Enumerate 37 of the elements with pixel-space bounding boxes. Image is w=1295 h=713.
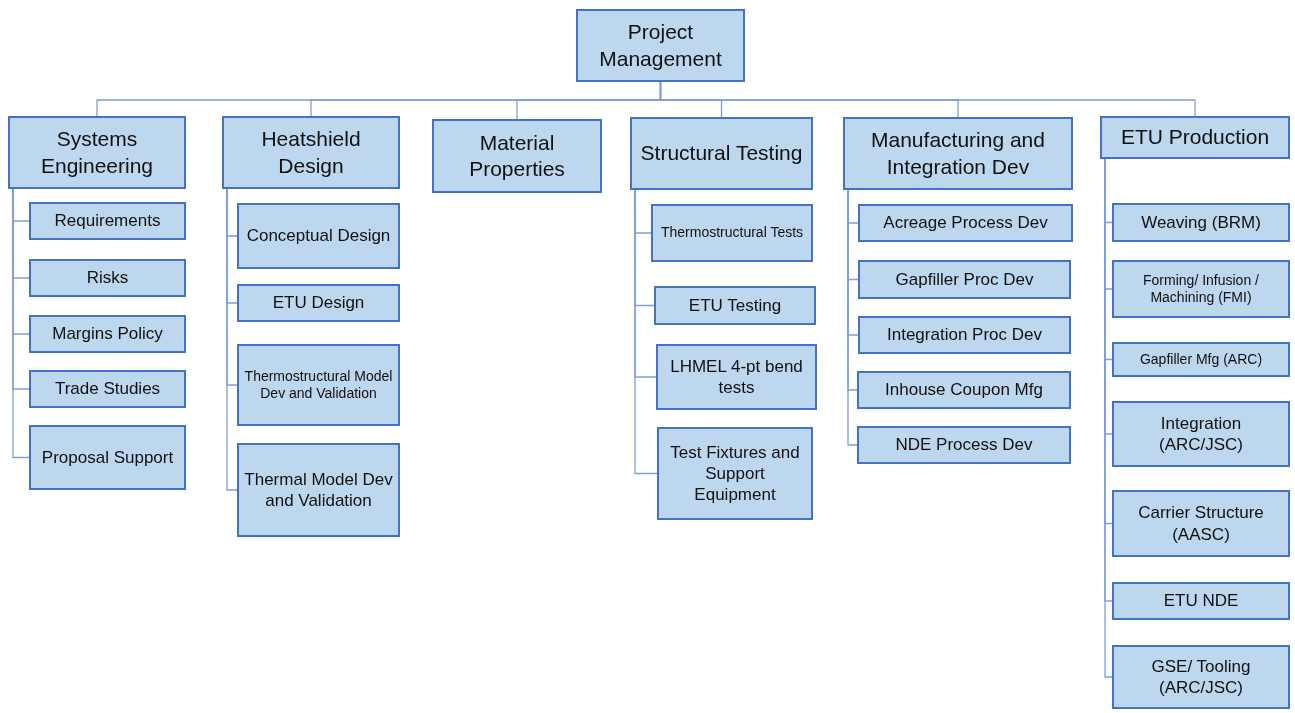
org-box: Heatshield Design: [222, 116, 400, 189]
org-box: Thermal Model Dev and Validation: [237, 443, 400, 537]
org-box: Thermostructural Tests: [651, 204, 813, 262]
org-box: Forming/ Infusion / Machining (FMI): [1112, 260, 1290, 318]
connector-line: [847, 189, 858, 446]
org-box: ETU NDE: [1112, 582, 1290, 620]
org-box: Weaving (BRM): [1112, 203, 1290, 242]
org-box: GSE/ Tooling (ARC/JSC): [1112, 645, 1290, 709]
org-box: NDE Process Dev: [857, 426, 1071, 464]
org-box: ETU Production: [1100, 116, 1290, 159]
org-box: Integration Proc Dev: [858, 316, 1071, 354]
org-box: ETU Testing: [654, 286, 816, 325]
org-box: Project Management: [576, 9, 745, 82]
org-box: Requirements: [29, 202, 186, 240]
org-box: Manufacturing and Integration Dev: [843, 117, 1073, 190]
org-box: Systems Engineering: [8, 116, 186, 189]
org-box: Acreage Process Dev: [858, 204, 1073, 242]
org-box: Carrier Structure (AASC): [1112, 490, 1290, 557]
org-box: Structural Testing: [630, 117, 813, 190]
connector-line: [634, 189, 658, 475]
org-box: Risks: [29, 259, 186, 297]
org-box: Gapfiller Proc Dev: [858, 260, 1071, 299]
org-box: Gapfiller Mfg (ARC): [1112, 342, 1290, 377]
connector-line: [12, 188, 30, 459]
org-box: Test Fixtures and Support Equipment: [657, 427, 813, 520]
org-box: Proposal Support: [29, 425, 186, 490]
connector-line: [659, 81, 1196, 117]
org-box: LHMEL 4-pt bend tests: [656, 344, 817, 410]
org-box: Trade Studies: [29, 370, 186, 408]
org-box: Integration (ARC/JSC): [1112, 401, 1290, 467]
org-box: Thermostructural Model Dev and Validation: [237, 344, 400, 426]
org-box: Margins Policy: [29, 315, 186, 353]
org-box: Inhouse Coupon Mfg: [857, 371, 1071, 409]
org-box: Material Properties: [432, 119, 602, 193]
org-box: ETU Design: [237, 284, 400, 322]
connector-line: [226, 188, 238, 491]
org-box: Conceptual Design: [237, 203, 400, 269]
